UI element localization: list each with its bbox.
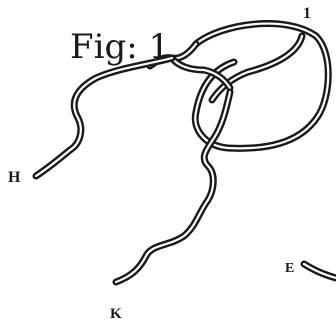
label-e: E <box>285 261 294 276</box>
center-junction <box>168 54 234 92</box>
label-h: H <box>8 169 21 186</box>
label-1: 1 <box>303 5 311 22</box>
label-k: K <box>110 306 122 322</box>
vessel-drawing <box>32 20 336 286</box>
